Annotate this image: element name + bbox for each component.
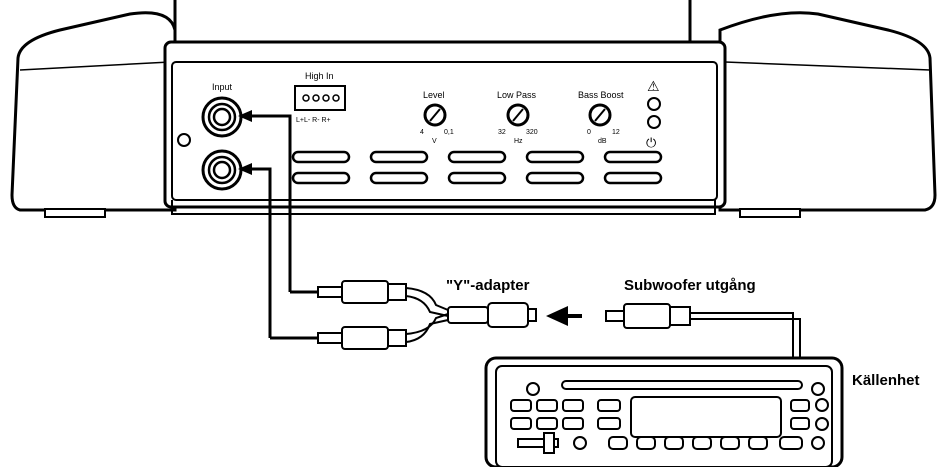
source-unit-label: Källenhet: [852, 372, 920, 389]
preset-buttons[interactable]: [608, 436, 768, 450]
warning-icon: ⚠: [647, 78, 660, 94]
rca-plug-top: [317, 280, 407, 304]
eject-button[interactable]: [526, 382, 540, 396]
high-in-pins: L+L- R- R+: [296, 117, 331, 124]
bass-boost-label: Bass Boost: [578, 90, 624, 100]
level-unit: V: [432, 138, 437, 145]
vent-slots: [291, 150, 663, 185]
bass-boost-unit: dB: [598, 138, 607, 145]
cable-top: [240, 114, 318, 294]
amplifier: Input High In L+L- R- R+ Level 4: [10, 0, 937, 218]
level-max: 0,1: [444, 129, 454, 136]
right-buttons[interactable]: [779, 398, 829, 450]
rca-plug-bottom: [317, 326, 407, 350]
display: [630, 396, 782, 438]
rca-input-bottom[interactable]: [201, 149, 243, 191]
volume-slider[interactable]: [517, 432, 559, 454]
left-end-cap: [10, 11, 177, 212]
rca-input-top[interactable]: [201, 96, 243, 138]
arrow-icon: [238, 163, 252, 175]
arrow-icon: [238, 110, 252, 122]
status-led-icon: [647, 115, 661, 129]
low-pass-unit: Hz: [514, 138, 523, 145]
power-button[interactable]: [811, 382, 825, 396]
subwoofer-output-label: Subwoofer utgång: [624, 277, 756, 294]
right-end-cap: [718, 11, 937, 212]
low-pass-label: Low Pass: [497, 90, 537, 100]
y-adapter: [447, 302, 537, 328]
subwoofer-rca-plug: [605, 303, 691, 329]
left-buttons[interactable]: [510, 399, 621, 430]
y-adapter-label: "Y"-adapter: [446, 277, 530, 294]
high-in-connector[interactable]: [294, 85, 346, 111]
power-icon: ⏻: [646, 135, 656, 150]
arrow-icon: [546, 306, 582, 326]
bass-boost-max: 12: [612, 129, 620, 136]
level-min: 4: [420, 129, 424, 136]
low-pass-knob[interactable]: [506, 103, 530, 127]
source-unit: [484, 356, 844, 467]
bass-boost-min: 0: [587, 129, 591, 136]
bass-boost-knob[interactable]: [588, 103, 612, 127]
protect-led-icon: [647, 97, 661, 111]
subwoofer-cable: [690, 312, 801, 360]
high-in-label: High In: [305, 71, 334, 81]
cd-slot: [561, 380, 803, 390]
level-knob[interactable]: [423, 103, 447, 127]
level-label: Level: [423, 90, 445, 100]
mode-button[interactable]: [573, 436, 587, 450]
indicator-led: [177, 133, 191, 147]
input-label: Input: [212, 82, 233, 92]
low-pass-max: 320: [526, 129, 538, 136]
low-pass-min: 32: [498, 129, 506, 136]
y-split: [405, 287, 449, 343]
